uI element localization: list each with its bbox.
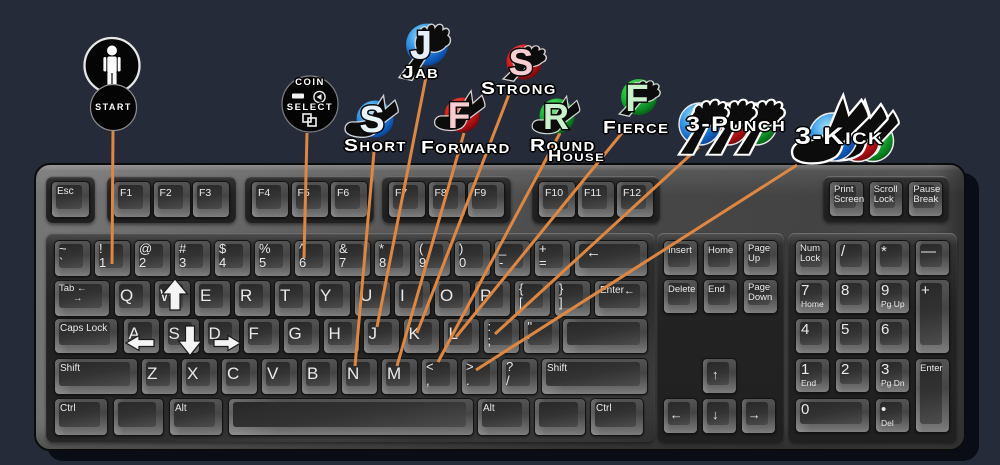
svg-text:J: J	[410, 24, 432, 68]
svg-text:R: R	[543, 96, 569, 137]
svg-text:S: S	[509, 42, 534, 83]
svg-text:F: F	[625, 78, 648, 120]
svg-text:F: F	[448, 95, 471, 136]
